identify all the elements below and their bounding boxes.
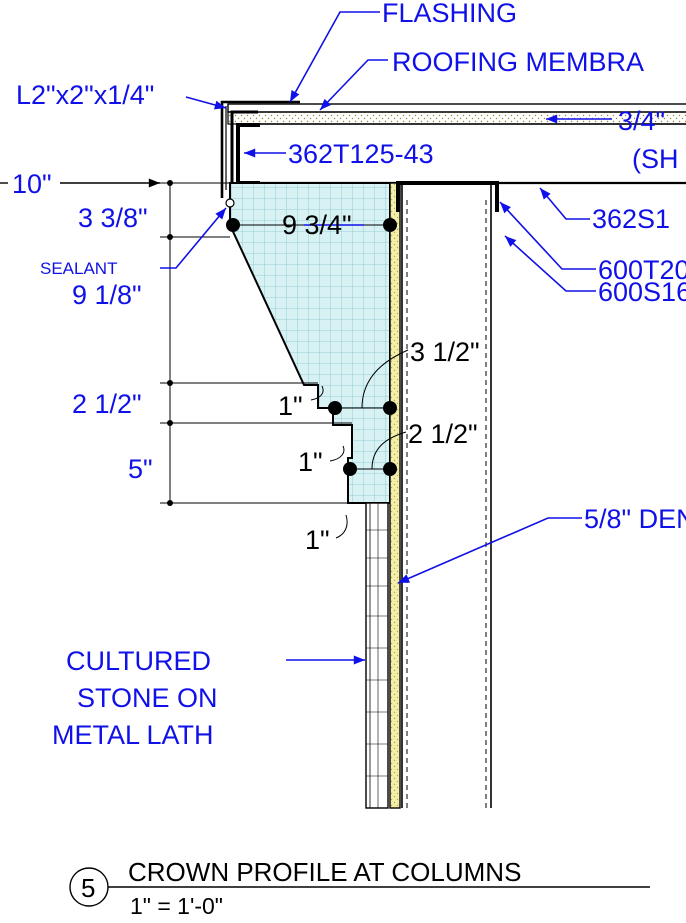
label-stud-600: 600S16 bbox=[598, 277, 686, 307]
detail-title-block: 5 CROWN PROFILE AT COLUMNS 1" = 1'-0" bbox=[69, 857, 650, 919]
label-stone-line3: METAL LATH bbox=[52, 720, 214, 750]
label-angle: L2"x2"x1/4" bbox=[16, 80, 154, 110]
label-densglass: 5/8" DEN bbox=[584, 504, 686, 534]
dim-edge: 10" bbox=[12, 169, 52, 199]
dim-3-3-8: 3 3/8" bbox=[78, 203, 148, 233]
vertical-dimension-string bbox=[60, 178, 352, 506]
top-track bbox=[236, 123, 260, 185]
sealant-joint bbox=[225, 198, 235, 208]
detail-scale: 1" = 1'-0" bbox=[130, 893, 223, 919]
cultured-stone bbox=[365, 502, 389, 809]
annotation-leaders bbox=[160, 11, 612, 665]
label-sheathing-size: 3/4" bbox=[618, 106, 665, 136]
dim-step-3: 1" bbox=[305, 525, 330, 555]
dim-step-1: 1" bbox=[278, 391, 303, 421]
dim-width-top: 9 3/4" bbox=[282, 210, 352, 240]
dim-9-1-8: 9 1/8" bbox=[72, 280, 142, 310]
label-stone-line1: CULTURED bbox=[66, 646, 211, 676]
label-flashing: FLASHING bbox=[382, 0, 517, 28]
stud-wall bbox=[396, 181, 499, 808]
label-stud-362: 362S1 bbox=[592, 204, 670, 234]
label-sealant: SEALANT bbox=[40, 259, 117, 278]
dim-width-mid: 3 1/2" bbox=[410, 337, 480, 367]
detail-number: 5 bbox=[81, 873, 95, 903]
dim-2-1-2: 2 1/2" bbox=[72, 389, 142, 419]
dim-width-low: 2 1/2" bbox=[408, 419, 478, 449]
label-top-track: 362T125-43 bbox=[288, 139, 434, 169]
dim-step-2: 1" bbox=[298, 447, 323, 477]
label-sheathing-type: (SH bbox=[632, 144, 679, 174]
label-roofing-membrane: ROOFING MEMBRA bbox=[392, 47, 644, 77]
label-track-600: 600T20 bbox=[598, 255, 686, 285]
label-stone-line2: STONE ON bbox=[77, 683, 218, 713]
detail-title: CROWN PROFILE AT COLUMNS bbox=[128, 857, 521, 887]
dim-5: 5" bbox=[128, 454, 153, 484]
